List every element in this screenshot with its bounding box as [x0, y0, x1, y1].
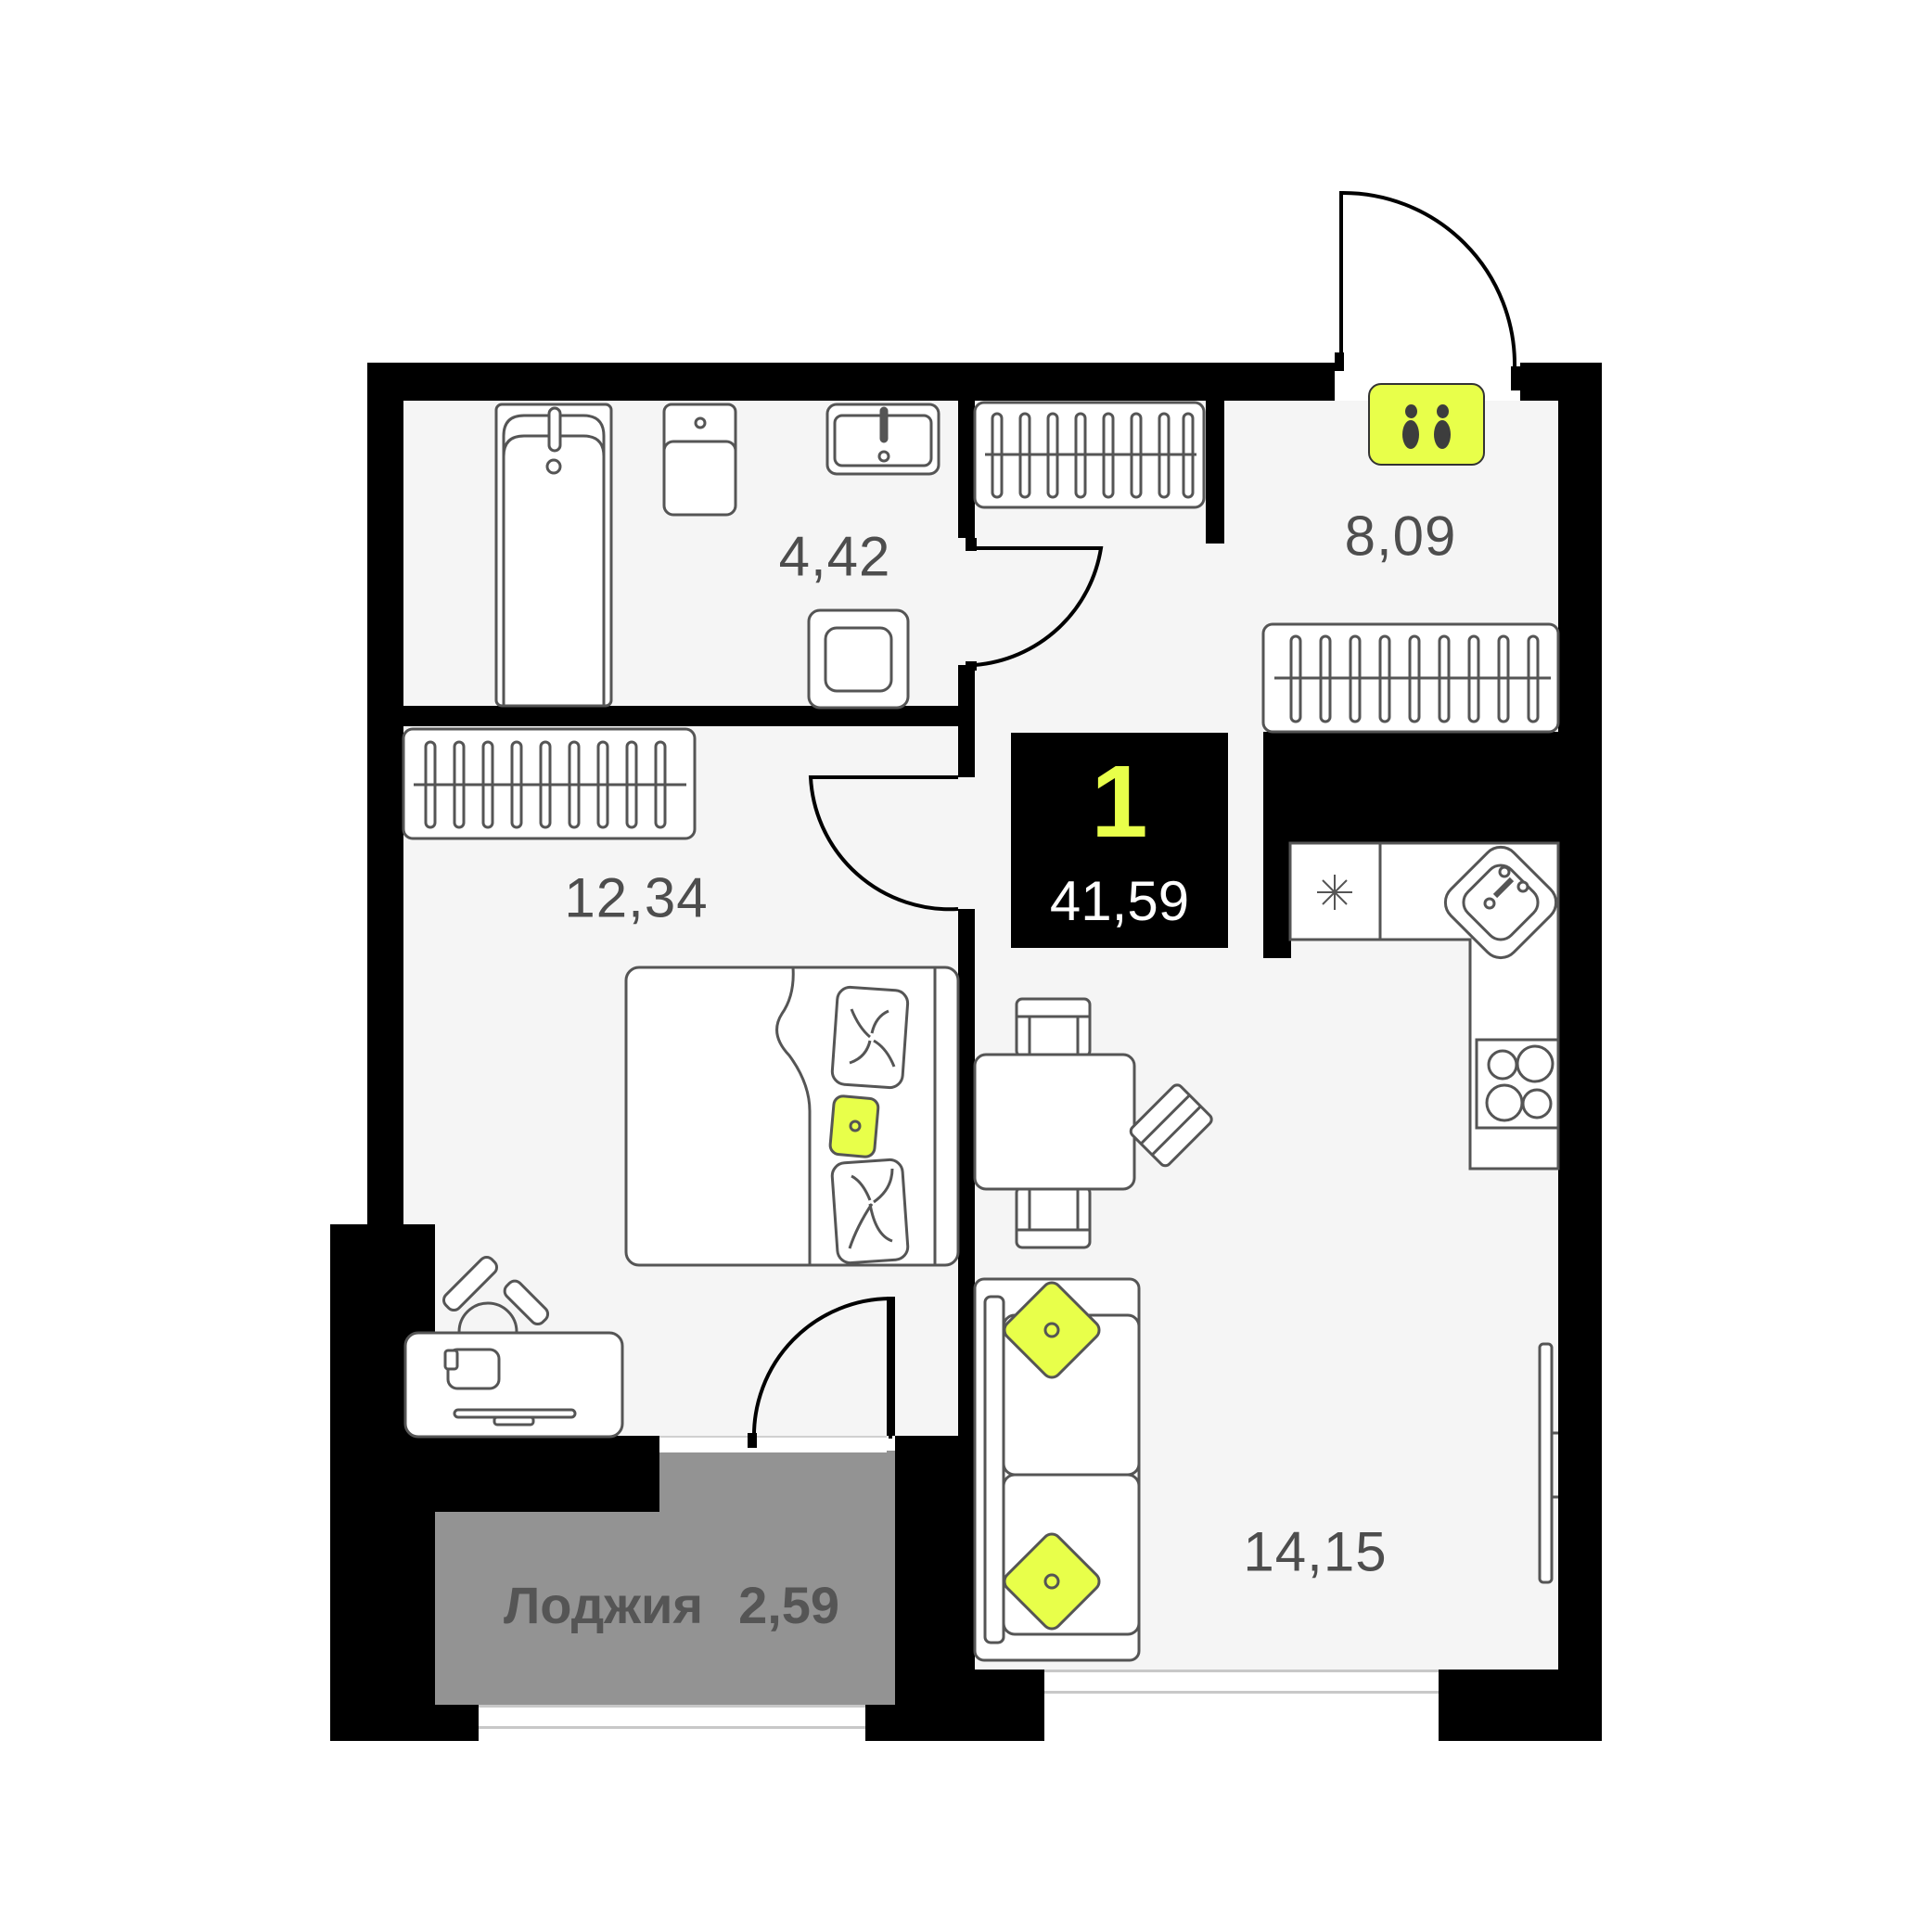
- wall-loggia-bottom-left: [330, 1705, 479, 1741]
- kitchen-sink-icon: [1443, 845, 1558, 960]
- wall-living-bottom-left: [975, 1670, 1044, 1741]
- sink-icon: [825, 403, 940, 476]
- wardrobe-icon: [402, 727, 697, 840]
- loggia-floor: [435, 1512, 908, 1705]
- shoes-icon: [1368, 383, 1485, 466]
- stove-icon: [1475, 1038, 1560, 1130]
- loggia-floor-upper: [659, 1451, 895, 1516]
- wardrobe-icon: [1261, 622, 1560, 734]
- wall-kitchen-left: [1263, 732, 1291, 958]
- wall-left: [367, 363, 403, 1232]
- wall-loggia-right: [895, 1436, 975, 1705]
- rooms-count: 1: [1091, 745, 1148, 859]
- window-loggia[interactable]: [479, 1705, 865, 1729]
- wall-kitchen-top: [1263, 732, 1602, 843]
- wall-stub-hall: [1206, 401, 1224, 544]
- dining-table-icon: [973, 997, 1213, 1249]
- wall-living-bottom-right: [1439, 1670, 1602, 1741]
- pillow-icon: [828, 1094, 880, 1158]
- room-area-bedroom: 12,34: [564, 866, 709, 929]
- wall-bath-right-lower: [958, 665, 975, 777]
- bathtub-icon: [494, 403, 613, 708]
- wall-bath-right-upper: [958, 401, 975, 538]
- room-name-loggia: Лоджия: [503, 1575, 704, 1634]
- loggia-label-group: Лоджия 2,59: [435, 1575, 908, 1634]
- wardrobe-icon: [973, 401, 1206, 509]
- apartment-summary-badge: 1 41,59: [1011, 733, 1228, 948]
- desk-icon: [403, 1331, 624, 1439]
- fridge-icon: [1288, 841, 1382, 941]
- room-area-hallway: 8,09: [1344, 505, 1457, 568]
- room-area-bathroom: 4,42: [778, 525, 891, 588]
- window-balcony-door-frame: [659, 1436, 887, 1452]
- pillow-icon: [1003, 1281, 1101, 1631]
- wall-top-mid: [823, 363, 1335, 401]
- toilet-icon: [662, 403, 737, 517]
- total-area: 41,59: [1049, 870, 1190, 932]
- wall-top-left: [367, 363, 823, 401]
- wall-bath-bottom: [403, 706, 975, 726]
- tv-icon: [1538, 1342, 1558, 1584]
- window-living[interactable]: [1044, 1670, 1439, 1694]
- wall-right: [1558, 363, 1602, 1741]
- wall-bedroom-bottom: [330, 1436, 659, 1512]
- room-area-living: 14,15: [1243, 1520, 1388, 1583]
- washbasin-icon: [807, 608, 910, 710]
- room-area-loggia: 2,59: [738, 1575, 840, 1634]
- chair-icon: [441, 1255, 550, 1333]
- door-swing-icon[interactable]: [751, 190, 1517, 1439]
- wall-bedroom-right: [958, 909, 975, 1436]
- pillow-icon: [830, 985, 910, 1265]
